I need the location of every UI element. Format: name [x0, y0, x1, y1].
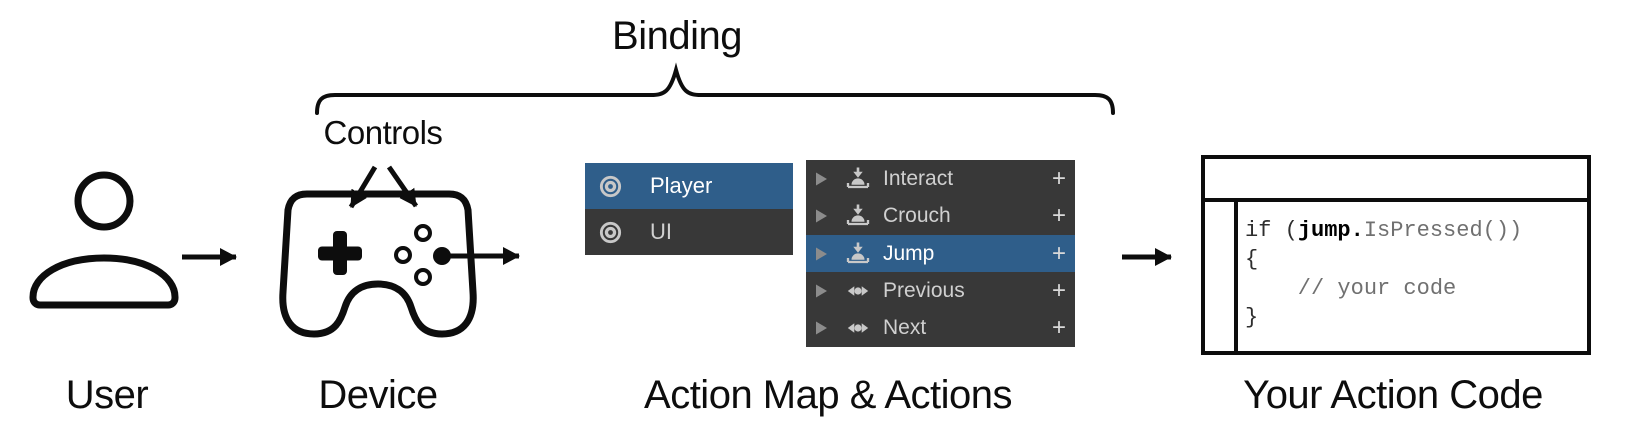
add-binding-button[interactable]: + [1051, 239, 1066, 267]
action-row-crouch[interactable]: Crouch + [806, 197, 1075, 235]
add-binding-button[interactable]: + [1051, 202, 1066, 230]
action-map-icon [598, 174, 623, 199]
action-map-label: Player [650, 173, 713, 198]
code-line: } [1245, 303, 1522, 332]
action-label: Jump [883, 241, 935, 265]
code-line: { [1245, 245, 1522, 274]
axis-control-icon [845, 315, 871, 341]
gamepad-icon [279, 190, 477, 338]
actioncode-stage-label: Your Action Code [1243, 373, 1543, 417]
binding-brace [315, 62, 1115, 115]
action-label: Next [883, 316, 927, 340]
user-stage-label: User [65, 373, 149, 417]
action-code-window: if (jump.IsPressed()){ // your code} [1201, 155, 1591, 355]
code-token: if ( [1245, 218, 1298, 243]
action-map-label: UI [650, 219, 672, 244]
action-map-panel: Player UI [585, 163, 793, 255]
actions-panel: Interact + Crouch + Jump + Previous + Next + [806, 160, 1075, 348]
dpad-icon [318, 231, 362, 275]
action-row-previous[interactable]: Previous + [806, 272, 1075, 310]
action-row-next[interactable]: Next + [806, 309, 1075, 348]
actionmap-stage-label: Action Map & Actions [644, 373, 1012, 417]
action-label: Crouch [883, 204, 951, 228]
add-binding-button[interactable]: + [1051, 276, 1066, 304]
code-token: IsPressed()) [1363, 218, 1523, 243]
binding-label: Binding [612, 14, 742, 58]
foldout-arrow-icon[interactable] [815, 246, 828, 262]
foldout-arrow-icon[interactable] [815, 171, 828, 187]
action-map-row-ui[interactable]: UI [585, 209, 793, 255]
foldout-arrow-icon[interactable] [815, 283, 828, 299]
code-line: if (jump.IsPressed()) [1245, 216, 1522, 245]
controls-arrow-left [348, 165, 378, 209]
button-control-icon [845, 166, 871, 192]
button-control-icon [845, 203, 871, 229]
controls-label: Controls [323, 114, 443, 151]
code-token: { [1245, 247, 1259, 272]
foldout-arrow-icon[interactable] [815, 320, 828, 336]
action-map-row-player[interactable]: Player [585, 163, 793, 209]
add-binding-button[interactable]: + [1051, 164, 1066, 192]
add-binding-button[interactable]: + [1051, 314, 1066, 342]
code-line: // your code [1245, 274, 1522, 303]
controls-arrow-right [386, 165, 419, 208]
code-token: jump. [1297, 218, 1364, 243]
user-head [74, 171, 134, 231]
action-label: Interact [883, 166, 954, 190]
face-buttons-icon [394, 224, 432, 286]
action-row-interact[interactable]: Interact + [806, 160, 1075, 198]
code-editor-text: if (jump.IsPressed()){ // your code} [1245, 216, 1522, 332]
code-window-titlebar [1205, 159, 1587, 202]
user-icon [29, 171, 179, 309]
pressed-button-dot [433, 247, 451, 265]
user-body [29, 254, 179, 309]
action-map-icon [598, 220, 623, 245]
foldout-arrow-icon[interactable] [815, 208, 828, 224]
code-gutter-divider [1234, 202, 1238, 351]
action-label: Previous [883, 278, 965, 302]
action-row-jump[interactable]: Jump + [806, 234, 1075, 273]
code-token: // your code [1245, 276, 1457, 301]
code-token: } [1245, 305, 1259, 330]
device-stage-label: Device [318, 373, 438, 417]
axis-control-icon [845, 278, 871, 304]
button-control-icon [845, 241, 871, 267]
